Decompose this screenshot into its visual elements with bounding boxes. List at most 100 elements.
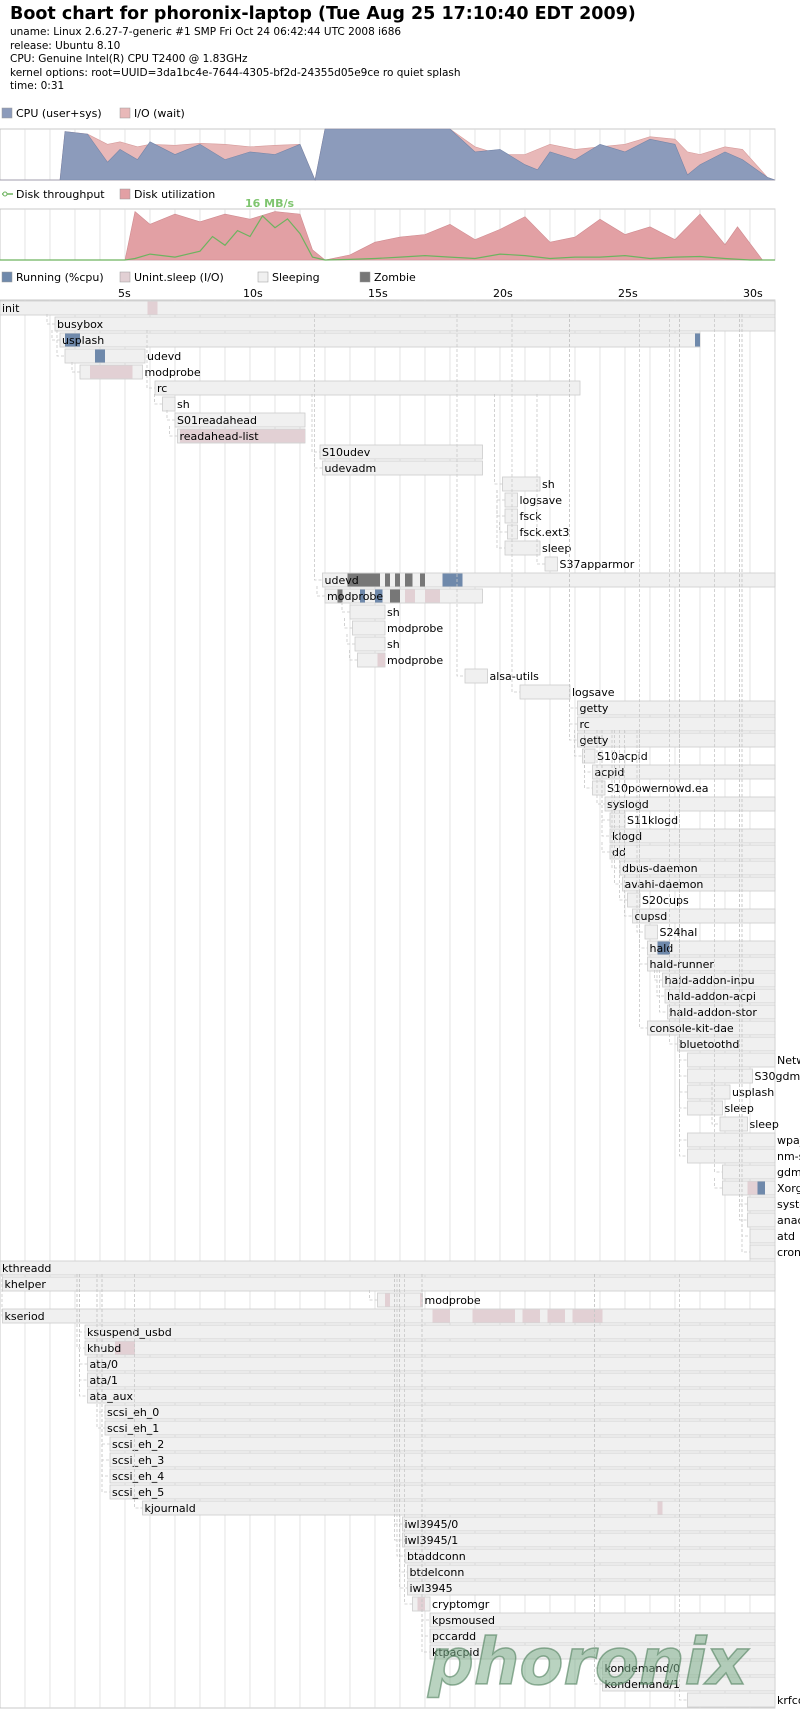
process-label: btdelconn xyxy=(410,1566,465,1579)
process-bar xyxy=(104,1420,776,1436)
process-legend-swatch xyxy=(359,271,371,283)
parent-connector xyxy=(639,730,648,949)
process-bar xyxy=(687,1132,776,1148)
process-bar xyxy=(352,620,386,636)
process-bar xyxy=(747,1212,776,1228)
process-bar xyxy=(609,844,776,860)
time-tick-label: 20s xyxy=(493,287,513,300)
process-bar xyxy=(619,860,776,876)
disk-throughput-line xyxy=(0,214,775,261)
process-bar xyxy=(84,1324,776,1340)
process-label: klogd xyxy=(612,830,642,843)
process-bar xyxy=(687,1100,723,1116)
process-label: gdm xyxy=(777,1166,800,1179)
disk-legend-swatch-dot xyxy=(2,191,8,197)
phoronix-watermark: phoronix xyxy=(427,1626,749,1700)
parent-connector xyxy=(346,634,355,645)
process-state-segment xyxy=(472,1309,515,1323)
process-bar xyxy=(464,668,488,684)
process-bar xyxy=(0,300,776,316)
process-state-segment xyxy=(405,573,413,587)
process-label: udevd xyxy=(325,574,359,587)
process-label: modprobe xyxy=(387,654,443,667)
process-bar xyxy=(322,572,776,588)
process-bar xyxy=(602,1660,776,1676)
process-label: nm-system-setti xyxy=(777,1150,800,1163)
process-label: anacron xyxy=(777,1214,800,1227)
process-bar xyxy=(687,1148,776,1164)
process-bar xyxy=(84,1340,776,1356)
process-label: modprobe xyxy=(145,366,201,379)
process-label: wpa_supplicant xyxy=(777,1134,800,1147)
parent-connector xyxy=(311,394,320,453)
parent-connector xyxy=(166,410,175,421)
process-bar xyxy=(667,1004,776,1020)
process-state-segment xyxy=(115,1341,135,1355)
process-bar xyxy=(87,1372,776,1388)
parent-connector xyxy=(396,1274,405,1557)
process-state-segment xyxy=(432,1309,450,1323)
parent-connector xyxy=(499,522,508,533)
process-label: readahead-list xyxy=(180,430,260,443)
process-bar xyxy=(504,492,518,508)
cpu-legend-swatch xyxy=(119,107,131,119)
process-legend-swatch xyxy=(1,271,13,283)
uname-line: uname: Linux 2.6.27-7-generic #1 SMP Fri… xyxy=(10,26,402,38)
parent-connector xyxy=(79,1274,88,1397)
process-bar xyxy=(404,1548,776,1564)
parent-connector xyxy=(711,1082,720,1125)
process-label: scsi_eh_0 xyxy=(107,1406,159,1419)
process-label: system- xyxy=(777,1198,800,1211)
process-state-segment xyxy=(385,1293,390,1307)
process-state-segment xyxy=(522,1309,540,1323)
parent-connector xyxy=(169,426,178,437)
parent-connector xyxy=(369,1290,378,1301)
cpu-usage-area xyxy=(0,128,776,182)
parent-connector xyxy=(741,314,750,1253)
process-label: kondemand/0 xyxy=(605,1662,681,1675)
process-label: hald xyxy=(650,942,674,955)
disk-legend-label: Disk utilization xyxy=(134,188,215,201)
process-label: scsi_eh_2 xyxy=(112,1438,164,1451)
process-state-segment xyxy=(757,1181,765,1195)
page-title: Boot chart for phoronix-laptop (Tue Aug … xyxy=(10,4,636,24)
process-label: getty xyxy=(580,702,609,715)
process-state-segment xyxy=(385,573,390,587)
process-state-segment xyxy=(95,349,105,363)
process-label: cron xyxy=(777,1246,800,1259)
process-bar xyxy=(677,1036,776,1052)
parent-connector xyxy=(316,586,325,597)
kernel-options-line: kernel options: root=UUID=3da1bc4e-7644-… xyxy=(10,66,461,79)
release-line: release: Ubuntu 8.10 xyxy=(10,39,121,52)
process-label: cupsd xyxy=(635,910,668,923)
cpu-legend-label: CPU (user+sys) xyxy=(16,107,102,120)
process-bar xyxy=(109,1436,776,1452)
process-label: S24hal xyxy=(660,926,698,939)
process-label: fsck xyxy=(520,510,543,523)
process-bar xyxy=(322,460,483,476)
process-bar xyxy=(622,876,776,892)
process-bar xyxy=(582,748,596,764)
process-label: logsave xyxy=(520,494,563,507)
process-bar xyxy=(602,1676,776,1692)
parent-connector xyxy=(636,730,645,933)
process-label: pccardd xyxy=(432,1630,476,1643)
process-state-segment xyxy=(417,1597,425,1611)
process-bar xyxy=(604,796,776,812)
process-bar xyxy=(577,700,776,716)
process-label: ata_aux xyxy=(90,1390,134,1403)
process-label: Xorg xyxy=(777,1182,800,1195)
parent-connector xyxy=(314,458,323,469)
process-label: fsck.ext3 xyxy=(520,526,570,539)
process-legend-label: Unint.sleep (I/O) xyxy=(134,271,224,284)
process-bar xyxy=(664,988,776,1004)
process-label: scsi_eh_4 xyxy=(112,1470,164,1483)
process-label: sh xyxy=(177,398,190,411)
parent-connector xyxy=(536,394,545,565)
process-label: sleep xyxy=(725,1102,754,1115)
process-state-segment xyxy=(360,589,365,603)
process-bar xyxy=(0,1260,776,1276)
parent-connector xyxy=(496,490,505,549)
parent-connector xyxy=(679,314,688,1157)
